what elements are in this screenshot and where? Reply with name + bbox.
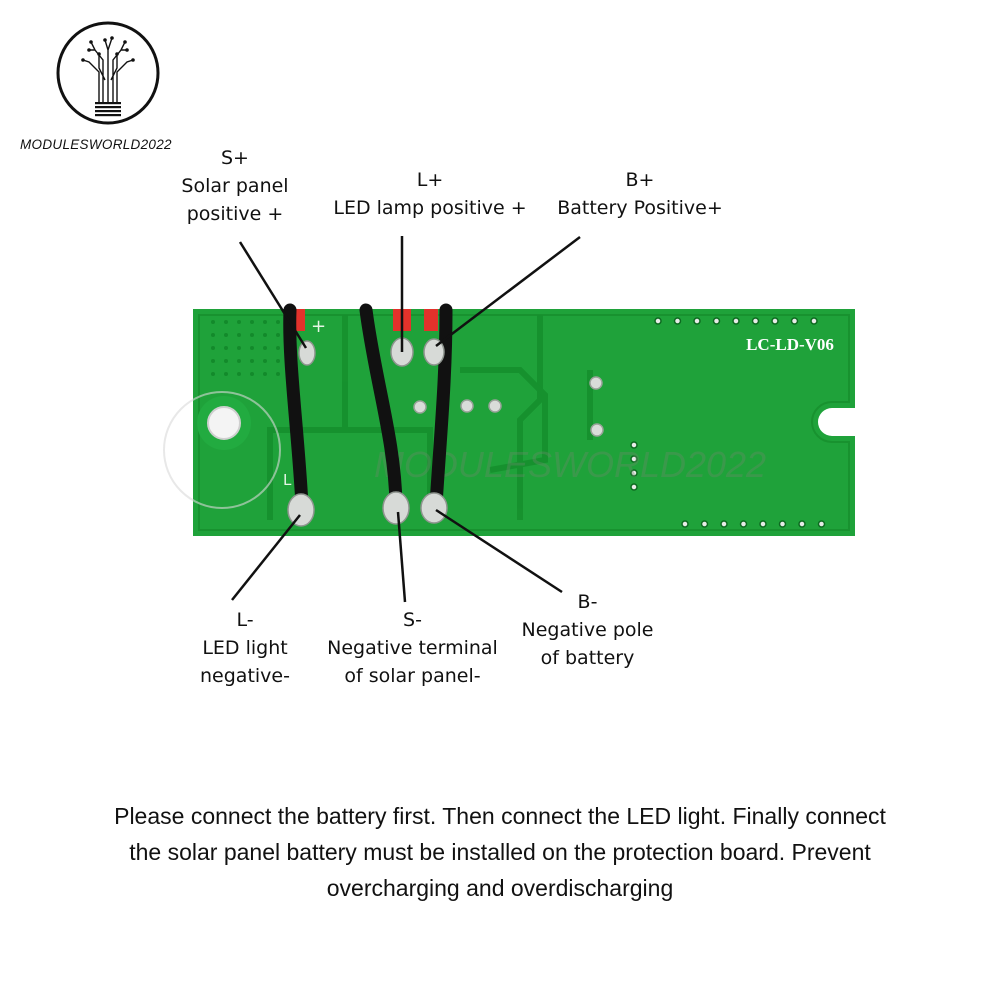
pin-hole	[739, 520, 748, 528]
wire-battery	[424, 303, 453, 512]
via-dot	[224, 372, 228, 376]
pin-hole	[700, 520, 709, 528]
pin-hole	[630, 441, 638, 449]
label-text: LED lamp positive +	[333, 197, 527, 219]
wiring-instructions: Please connect the battery first. Then c…	[0, 798, 1000, 906]
pad-l-minus	[287, 493, 315, 527]
pin-hole	[630, 469, 638, 477]
label-text: Negative pole	[521, 619, 654, 641]
label-text: Battery Positive+	[557, 197, 723, 219]
label-text: Solar panel	[181, 175, 289, 197]
leader-b-minus	[435, 508, 563, 594]
silkscreen-plus: +	[311, 316, 326, 337]
label-l-plus: L+ LED lamp positive +	[310, 166, 550, 222]
label-code: S-	[403, 609, 422, 631]
label-text: negative-	[200, 665, 290, 687]
via-dot	[250, 372, 254, 376]
wire-solar	[283, 303, 309, 512]
via-dot	[224, 359, 228, 363]
pin-hole	[681, 520, 689, 528]
via-dot	[263, 372, 267, 376]
instruction-line: overcharging and overdischarging	[326, 875, 674, 901]
label-b-minus: B- Negative pole of battery	[505, 588, 670, 672]
label-text: of solar panel-	[344, 665, 481, 687]
leader-s-minus	[396, 511, 407, 603]
pin-hole	[751, 317, 760, 325]
label-code: S+	[221, 147, 249, 169]
pin-hole	[732, 317, 740, 325]
pin-hole	[720, 520, 728, 528]
via-dot	[276, 372, 280, 376]
via-dot	[224, 346, 228, 350]
instruction-line: Please connect the battery first. Then c…	[114, 803, 886, 829]
via-dot	[224, 320, 228, 324]
pin-hole	[798, 520, 806, 528]
label-code: B-	[577, 591, 598, 613]
via-dot	[224, 333, 228, 337]
brand-name: MODULESWORLD2022	[20, 137, 172, 152]
via-dot	[263, 333, 267, 337]
silkscreen-l: L	[283, 471, 292, 489]
pin-hole	[712, 317, 721, 325]
pin-hole	[778, 520, 787, 528]
label-text: LED light	[202, 637, 288, 659]
pin-hole	[810, 317, 818, 325]
label-code: B+	[625, 169, 655, 191]
via-dot	[211, 333, 215, 337]
via-dot	[211, 320, 215, 324]
label-text: of battery	[540, 647, 635, 669]
via-dot	[263, 320, 267, 324]
pad-s-minus	[382, 491, 410, 525]
pin-hole	[654, 317, 662, 325]
via-dot	[211, 346, 215, 350]
via-dot	[211, 359, 215, 363]
pad-s-plus	[298, 340, 316, 366]
via-dot	[250, 359, 254, 363]
via-dot	[250, 320, 254, 324]
via-dot	[250, 333, 254, 337]
pad-b-plus	[423, 338, 445, 366]
via-dot	[237, 359, 241, 363]
label-text: positive +	[186, 203, 284, 225]
label-l-minus: L- LED light negative-	[170, 606, 320, 690]
pin-hole	[630, 455, 638, 463]
circuit-tree-bulb-icon	[56, 21, 160, 125]
pin-hole	[790, 317, 799, 325]
pin-hole	[771, 317, 779, 325]
via-dot	[237, 372, 241, 376]
label-s-plus: S+ Solar panel positive +	[160, 144, 310, 228]
pcb-board	[193, 309, 855, 536]
pin-hole	[630, 483, 638, 491]
via-dot	[237, 333, 241, 337]
pin-hole	[759, 520, 767, 528]
label-b-plus: B+ Battery Positive+	[540, 166, 740, 222]
via-dot	[276, 320, 280, 324]
via-dot	[276, 333, 280, 337]
via-dot	[237, 346, 241, 350]
via-dot	[276, 359, 280, 363]
pin-hole	[817, 520, 826, 528]
leader-b-plus	[435, 236, 581, 347]
via-dot	[237, 320, 241, 324]
label-s-minus: S- Negative terminal of solar panel-	[310, 606, 515, 690]
board-model: LC-LD-V06	[746, 335, 834, 354]
via-dot	[211, 372, 215, 376]
pin-hole	[673, 317, 682, 325]
via-dot	[263, 359, 267, 363]
label-code: L+	[416, 169, 444, 191]
leader-lines	[231, 236, 581, 603]
via-dot	[276, 346, 280, 350]
leader-l-minus	[231, 514, 301, 601]
leader-s-plus	[238, 241, 308, 349]
pin-hole	[693, 317, 701, 325]
via-dot	[263, 346, 267, 350]
via-dot	[250, 346, 254, 350]
label-text: Negative terminal	[327, 637, 498, 659]
pad-b-minus	[420, 492, 448, 524]
label-code: L-	[236, 609, 254, 631]
instruction-line: the solar panel battery must be installe…	[129, 839, 871, 865]
